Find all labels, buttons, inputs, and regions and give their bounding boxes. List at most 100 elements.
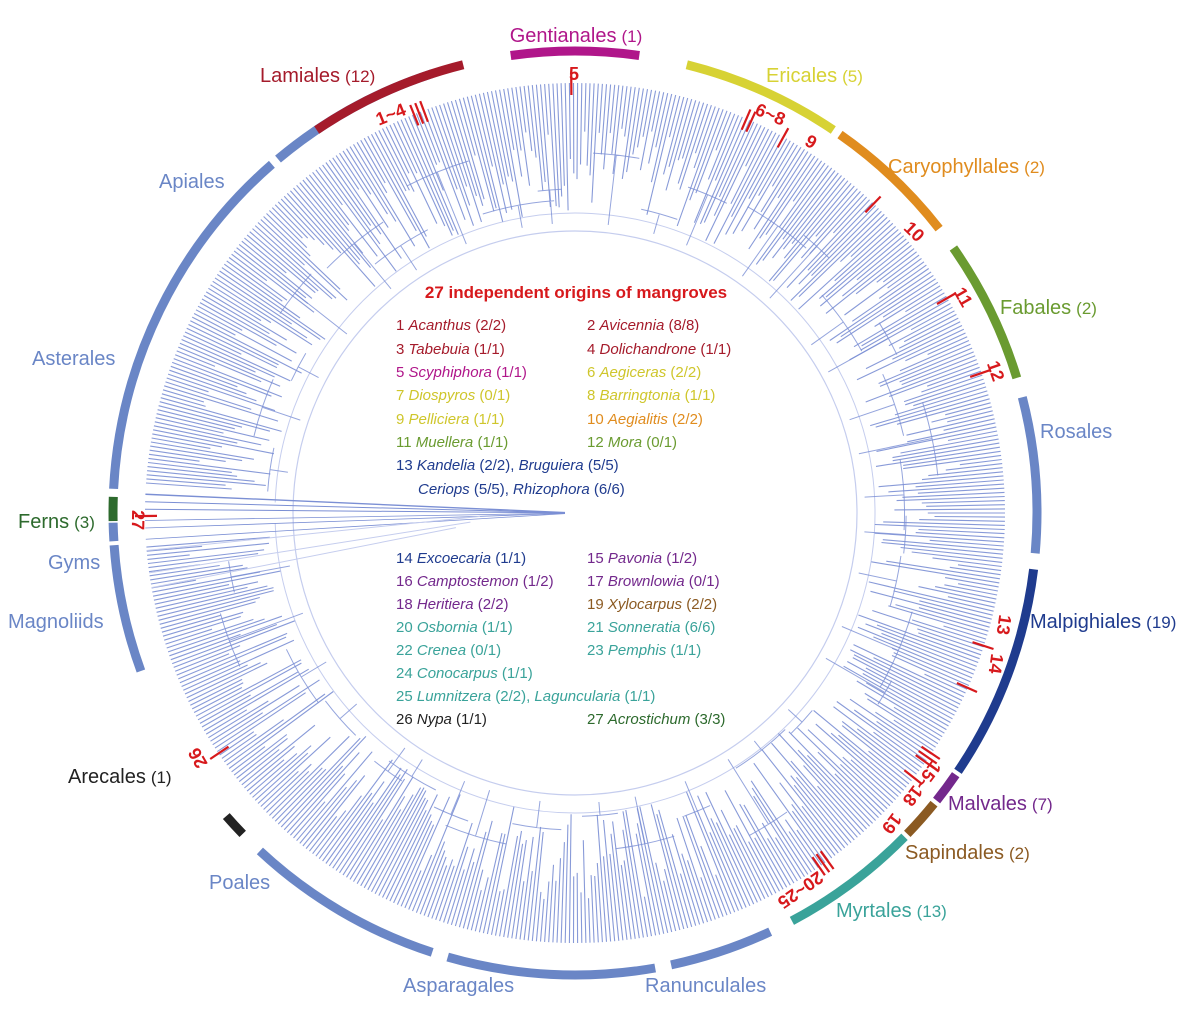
legend-number: 17: [587, 573, 608, 590]
legend-genus: Camptostemon: [417, 573, 519, 590]
clade-arc-arecales: [222, 813, 246, 838]
clade-label-malpighiales: Malpighiales (19): [1030, 611, 1176, 633]
origin-tick: [920, 745, 941, 760]
clade-count: (5): [842, 67, 863, 86]
clade-name: Apiales: [159, 171, 225, 193]
clade-label-lamiales: Lamiales(12): [260, 65, 375, 87]
origin-tick: [864, 195, 882, 214]
legend-number: 27: [587, 711, 608, 728]
legend-count: (0/1): [685, 573, 720, 590]
clade-arc-lamiales: [314, 60, 465, 134]
legend-count: (0/1): [466, 642, 501, 659]
legend-count: (2/2): [682, 596, 717, 613]
legend-number: 26: [396, 711, 417, 728]
legend-genus: Crenea: [417, 642, 466, 659]
clade-arc-caryophyllales: [837, 130, 943, 232]
clade-label-poales: Poales: [209, 872, 270, 894]
legend-genus: Ceriops: [418, 481, 470, 498]
inner-ring: [292, 230, 858, 796]
legend-number: 8: [587, 387, 600, 404]
legend-count: (6/6): [680, 619, 715, 636]
legend-entry: 5 Scyphiphora (1/1): [396, 364, 527, 381]
legend-count: (1/1): [498, 665, 533, 682]
legend-entry: 14 Excoecaria (1/1): [396, 550, 526, 567]
clade-label-caryophyllales: Caryophyllales(2): [888, 156, 1045, 178]
clade-arcs: [108, 46, 1042, 980]
clade-arc-gyms: [108, 522, 119, 542]
legend-genus: Heritiera: [417, 596, 474, 613]
legend-count: (1/1): [492, 364, 527, 381]
legend-count: (2/2): [471, 317, 506, 334]
origin-tick: [815, 853, 831, 873]
clade-arc-ranunculales: [670, 927, 773, 970]
clade-name: Gyms: [48, 552, 100, 574]
origin-label: 13: [993, 614, 1016, 637]
origin-tick: [969, 368, 992, 378]
legend-number: 22: [396, 642, 417, 659]
legend-number: 14: [396, 550, 417, 567]
clade-label-gentianales: Gentianales(1): [510, 25, 643, 47]
legend-entry: 27 Acrostichum (3/3): [587, 711, 725, 728]
origin-tick: [419, 100, 429, 123]
legend-count: (0/1): [642, 434, 677, 451]
clade-name: Poales: [209, 872, 270, 894]
legend-number: 24: [396, 665, 417, 682]
legend-number: 5: [396, 364, 409, 381]
clade-name: Malpighiales: [1030, 611, 1141, 633]
legend-number: 4: [587, 341, 600, 358]
clade-name: Lamiales: [260, 65, 340, 87]
legend-genus: Mora: [608, 434, 642, 451]
legend-entry: 20 Osbornia (1/1): [396, 619, 513, 636]
clade-labels: Gentianales(1) Ericales (5) Caryophyllales(…: [8, 25, 1176, 997]
root-branches: [145, 493, 566, 589]
clade-label-fabales: Fabales(2): [1000, 297, 1097, 319]
origin-tick: [414, 102, 425, 124]
legend-number: 25: [396, 688, 417, 705]
legend-genus: Muellera: [416, 434, 474, 451]
legend-count: (8/8): [664, 317, 699, 334]
legend-entry: 4 Dolichandrone (1/1): [587, 341, 731, 358]
legend-entry: 1 Acanthus (2/2): [396, 317, 506, 334]
clade-name: Ferns: [18, 511, 69, 533]
legend-genus: Laguncularia: [530, 688, 620, 705]
legend-entry: 13 Kandelia (2/2), Bruguiera (5/5): [396, 457, 619, 474]
legend-number: 18: [396, 596, 417, 613]
origin-tick: [918, 750, 938, 765]
legend-genus: Diospyros: [409, 387, 476, 404]
legend-count: (1/1): [473, 434, 508, 451]
legend-count: (1/1): [469, 411, 504, 428]
clade-count: (2): [1009, 844, 1030, 863]
legend-number: 23: [587, 642, 608, 659]
phylogenetic-tree: [145, 82, 1006, 944]
legend-number: 13: [396, 457, 417, 474]
clade-count: (19): [1146, 613, 1176, 632]
clade-label-asterales: Asterales: [32, 348, 115, 370]
origin-tick: [903, 769, 923, 785]
legend-genus: Rhizophora: [509, 481, 590, 498]
legend-entry: 2 Avicennia (8/8): [587, 317, 699, 334]
legend-genus: Aegiceras: [599, 364, 667, 381]
legend-entry: 23 Pemphis (1/1): [587, 642, 701, 659]
legend-count: (1/1): [478, 619, 513, 636]
origin-tick: [740, 109, 752, 131]
legend-entry: 22 Crenea (0/1): [396, 642, 501, 659]
legend-entry: 17 Brownlowia (0/1): [587, 573, 720, 590]
legend-genus: Conocarpus: [417, 665, 498, 682]
clade-name: Ericales: [766, 65, 837, 87]
legend-count: (2/2): [474, 596, 509, 613]
origin-label: 10: [900, 218, 928, 246]
legend-entry: 18 Heritiera (2/2): [396, 596, 509, 613]
origin-label: 5: [569, 64, 579, 84]
legend-count: (1/1): [452, 711, 487, 728]
legend-entry: 8 Barringtonia (1/1): [587, 387, 715, 404]
legend-count: (2/2): [666, 364, 701, 381]
legend-number: 2: [587, 317, 600, 334]
clade-count: (2): [1024, 158, 1045, 177]
legend-entry: 7 Diospyros (0/1): [396, 387, 510, 404]
legend-count: (1/2): [662, 550, 697, 567]
legend-count: (6/6): [590, 481, 625, 498]
legend-genus: Acanthus: [408, 317, 472, 334]
legend-entry: Ceriops (5/5), Rhizophora (6/6): [418, 481, 625, 498]
legend-count: (0/1): [475, 387, 510, 404]
legend-count: (1/1): [696, 341, 731, 358]
